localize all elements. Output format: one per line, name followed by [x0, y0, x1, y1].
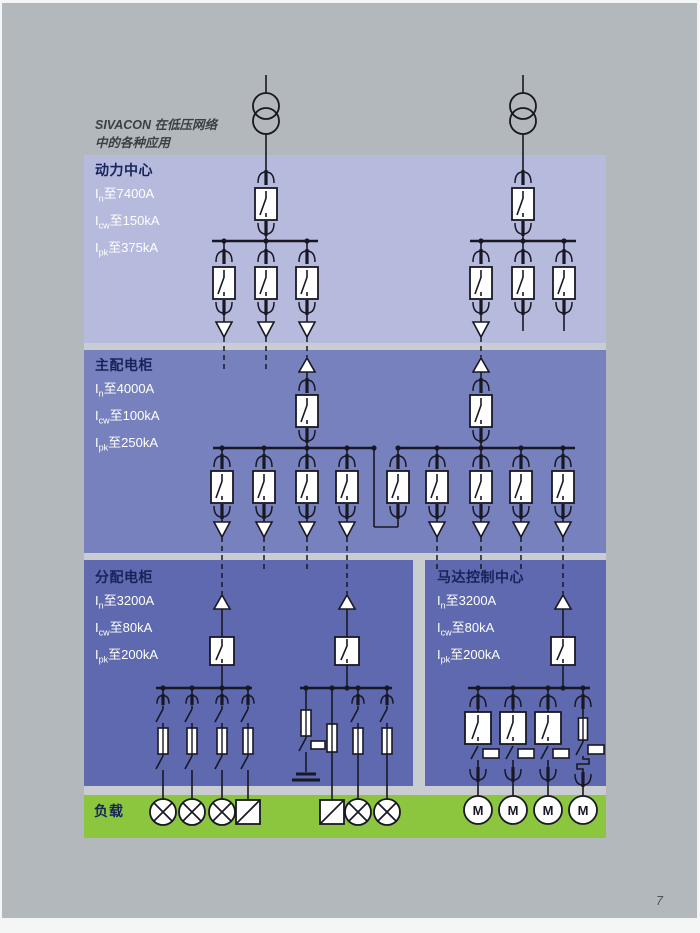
mcc-label: 马达控制中心 In至3200A Icw至80kA Ipk至200kA — [437, 568, 524, 671]
band-gap — [84, 553, 606, 560]
loads-label: 负载 — [94, 802, 124, 824]
band-gap — [84, 343, 606, 350]
mcc-title: 马达控制中心 — [437, 569, 524, 585]
dist-board-label: 分配电柜 In至3200A Icw至80kA Ipk至200kA — [95, 568, 158, 671]
caption-line2: 中的各种应用 — [95, 136, 171, 150]
power-center-title: 动力中心 — [95, 162, 153, 178]
spec-line: Ipk至200kA — [437, 647, 501, 665]
main-board-title: 主配电柜 — [95, 357, 153, 373]
svg-text:M: M — [578, 803, 589, 818]
band-mcc — [425, 560, 606, 786]
spec-line: In至3200A — [95, 593, 155, 611]
transformers — [252, 75, 537, 171]
spec-line: Ipk至250kA — [95, 435, 159, 453]
spec-line: In至4000A — [95, 381, 155, 399]
page-edge-bottom — [0, 918, 700, 933]
caption-line1: SIVACON 在低压网络 — [95, 118, 217, 132]
main-board-label: 主配电柜 In至4000A Icw至100kA Ipk至250kA — [95, 356, 160, 459]
sub-board-incomers — [209, 593, 576, 688]
band-gap — [84, 786, 606, 795]
spec-line: Ipk至375kA — [95, 240, 159, 258]
svg-text:M: M — [543, 803, 554, 818]
power-center-label: 动力中心 In至7400A Icw至150kA Ipk至375kA — [95, 161, 160, 264]
page-edge-top — [0, 0, 700, 3]
power-center-circuit — [212, 170, 576, 370]
page-number: 7 — [656, 894, 663, 908]
band-gap-vertical — [413, 560, 425, 786]
band-main-board — [84, 350, 606, 553]
dist-board-title: 分配电柜 — [95, 569, 153, 585]
mcc-circuit — [464, 685, 605, 797]
dist-board-circuit — [155, 685, 394, 799]
spec-line: Icw至100kA — [95, 408, 160, 426]
loads-title: 负载 — [94, 803, 124, 819]
page-edge-left — [0, 0, 2, 933]
spec-line: Icw至80kA — [95, 620, 153, 638]
spec-line: In至7400A — [95, 186, 155, 204]
page-caption: SIVACON 在低压网络 中的各种应用 — [95, 116, 217, 152]
spec-line: Icw至80kA — [437, 620, 495, 638]
spec-line: Icw至150kA — [95, 213, 160, 231]
main-board-circuit — [210, 356, 575, 594]
svg-text:M: M — [508, 803, 519, 818]
spec-line: In至3200A — [437, 593, 497, 611]
page-edge-right — [697, 0, 700, 933]
svg-text:M: M — [473, 803, 484, 818]
spec-line: Ipk至200kA — [95, 647, 159, 665]
